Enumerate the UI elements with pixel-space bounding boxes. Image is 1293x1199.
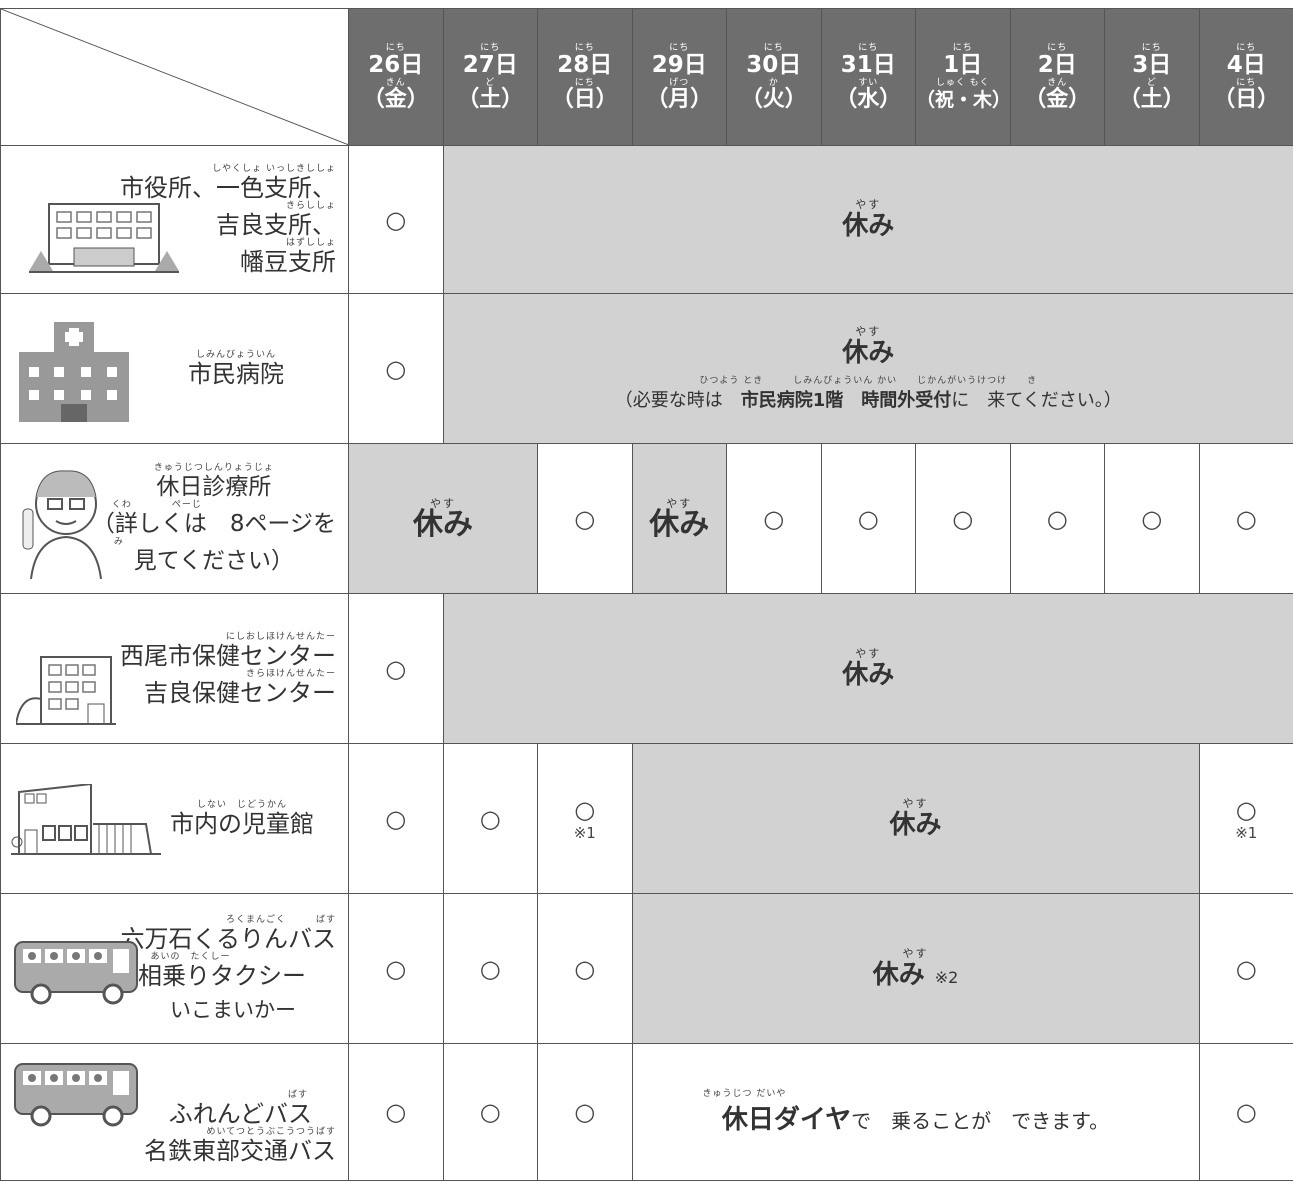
facility-friend-bus: ばすふれんどバス めいてつとうぶこうつうばす名鉄東部交通バス	[0, 1043, 349, 1181]
city-hall-building-icon	[29, 203, 179, 273]
doctor-icon	[22, 470, 102, 579]
children-28: ○※1	[537, 743, 633, 894]
bus-26: ○	[348, 893, 444, 1044]
clinic-30: ○	[726, 443, 822, 594]
diagonal-line	[1, 9, 349, 145]
friend-bus-26: ○	[348, 1043, 444, 1181]
facility-children-hall: しない じどうかん市内の児童館	[0, 743, 349, 894]
facility-city-hall: しやくしょ いっしきししょ市役所、一色支所、 きらししょ吉良支所、 はずししょ幡…	[0, 145, 349, 294]
facility-clinic: きゅうじつしんりょうじょ休日診療所 くわ ぺーじ（詳しくは 8ページを み見てく…	[0, 443, 349, 594]
health-26: ○	[348, 593, 444, 744]
clinic-31: ○	[820, 443, 916, 594]
corner-cell	[0, 8, 349, 146]
friend-bus-4: ○	[1198, 1043, 1293, 1181]
clinic-3: ○	[1104, 443, 1200, 594]
row-city-hall: しやくしょ いっしきししょ市役所、一色支所、 きらししょ吉良支所、 はずししょ幡…	[0, 145, 1293, 294]
bus-28: ○	[537, 893, 633, 1044]
clinic-closed-26-27: やす休み	[348, 443, 538, 594]
children-hall-building-icon	[11, 784, 161, 855]
clinic-28: ○	[537, 443, 633, 594]
friend-bus-28: ○	[537, 1043, 633, 1181]
children-closed: やす休み	[631, 743, 1200, 894]
hospital-note: （必要な時は 市民病院1階 時間外受付に 来てください。）	[614, 389, 1122, 411]
row-children-hall: しない じどうかん市内の児童館 ○ ○ ○※1 やす休み ○※1	[0, 743, 1293, 894]
hospital-building-icon	[19, 322, 129, 422]
row-hospital: しみんびょういん市民病院 ○ やす休み ひつよう とき しみんびょういん かい …	[0, 293, 1293, 444]
health-center-building-icon	[16, 656, 116, 725]
clinic-2: ○	[1009, 443, 1105, 594]
city-hall-26: ○	[348, 145, 444, 294]
row-kururin-bus: ろくまんごく ばす六万石くるりんバス あいの たくしー相乗りタクシー いこまいか…	[0, 893, 1293, 1044]
bus-icon	[14, 941, 138, 1005]
clinic-1: ○	[915, 443, 1011, 594]
row-health-center: にしおしほけんせんたー西尾市保健センター きらほけんせんたー吉良保健センター ○…	[0, 593, 1293, 744]
clinic-4: ○	[1198, 443, 1293, 594]
bus-closed: やす 休み※2	[631, 893, 1200, 1044]
facility-health-center: にしおしほけんせんたー西尾市保健センター きらほけんせんたー吉良保健センター	[0, 593, 349, 744]
friend-bus-holiday-schedule: きゅうじつ だいや 休日ダイヤで 乗ることが できます。	[631, 1043, 1200, 1181]
children-4: ○※1	[1198, 743, 1293, 894]
health-closed: やす休み	[442, 593, 1293, 744]
bus-4: ○	[1198, 893, 1293, 1044]
city-hall-closed: やす休み	[442, 145, 1293, 294]
children-26: ○	[348, 743, 444, 894]
children-27: ○	[442, 743, 538, 894]
facility-hospital: しみんびょういん市民病院	[0, 293, 349, 444]
friend-bus-27: ○	[442, 1043, 538, 1181]
hospital-26: ○	[348, 293, 444, 444]
friend-bus-icon	[14, 1063, 138, 1127]
row-friend-bus: ばすふれんどバス めいてつとうぶこうつうばす名鉄東部交通バス ○ ○ ○ きゅう…	[0, 1043, 1293, 1181]
row-clinic: きゅうじつしんりょうじょ休日診療所 くわ ぺーじ（詳しくは 8ページを み見てく…	[0, 443, 1293, 594]
hospital-closed: やす休み ひつよう とき しみんびょういん かい じかんがいうけつけ き （必要…	[442, 293, 1293, 444]
bus-27: ○	[442, 893, 538, 1044]
facility-kururin-bus: ろくまんごく ばす六万石くるりんバス あいの たくしー相乗りタクシー いこまいか…	[0, 893, 349, 1044]
clinic-closed-29: やす休み	[631, 443, 727, 594]
